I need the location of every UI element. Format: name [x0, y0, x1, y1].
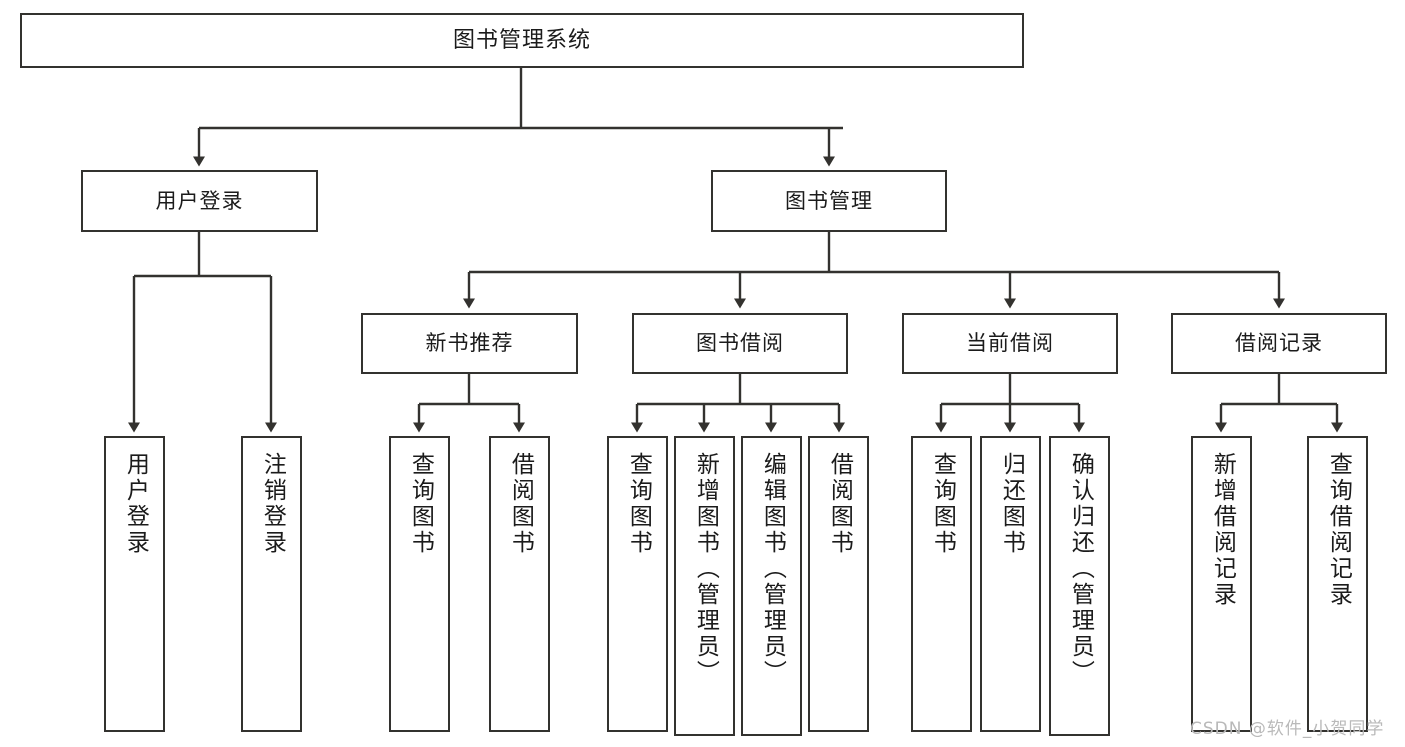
node-label: 新增图书（管理员） [692, 452, 719, 686]
leaf-book-borrow-edit[interactable]: 编辑图书（管理员） [741, 436, 802, 736]
leaf-book-borrow-borrow[interactable]: 借阅图书 [808, 436, 869, 732]
leaf-current-borrow-confirm[interactable]: 确认归还（管理员） [1049, 436, 1110, 736]
csdn-watermark: CSDN @软件_小贺同学 [1190, 719, 1385, 739]
node-label: 图书管理系统 [452, 27, 591, 53]
node-label: 图书管理 [785, 188, 873, 213]
leaf-book-borrow-add[interactable]: 新增图书（管理员） [674, 436, 735, 736]
node-label: 新书推荐 [425, 331, 514, 356]
node-book-management[interactable]: 图书管理 [711, 170, 947, 232]
leaf-new-book-borrow[interactable]: 借阅图书 [489, 436, 550, 732]
node-label: 借阅图书 [507, 452, 534, 556]
node-label: 图书借阅 [696, 331, 784, 356]
leaf-user-login-logout[interactable]: 注销登录 [241, 436, 302, 732]
leaf-borrow-record-query[interactable]: 查询借阅记录 [1307, 436, 1368, 732]
node-new-book-recommend[interactable]: 新书推荐 [361, 313, 578, 374]
leaf-current-borrow-return[interactable]: 归还图书 [980, 436, 1041, 732]
leaf-borrow-record-add[interactable]: 新增借阅记录 [1191, 436, 1252, 732]
node-label: 确认归还（管理员） [1067, 452, 1094, 686]
node-label: 用户登录 [122, 452, 149, 556]
leaf-new-book-query[interactable]: 查询图书 [389, 436, 450, 732]
node-label: 编辑图书（管理员） [759, 452, 786, 686]
node-current-borrow[interactable]: 当前借阅 [902, 313, 1118, 374]
node-root-system[interactable]: 图书管理系统 [20, 13, 1024, 68]
leaf-user-login-login[interactable]: 用户登录 [104, 436, 165, 732]
node-label: 借阅记录 [1235, 331, 1323, 356]
leaf-current-borrow-query[interactable]: 查询图书 [911, 436, 972, 732]
node-label: 借阅图书 [826, 452, 853, 556]
node-label: 查询图书 [407, 452, 434, 556]
node-label: 当前借阅 [966, 331, 1054, 356]
node-label: 用户登录 [155, 188, 244, 213]
node-label: 注销登录 [259, 452, 286, 556]
node-label: 归还图书 [998, 452, 1025, 556]
node-label: 查询借阅记录 [1325, 452, 1352, 608]
node-user-login[interactable]: 用户登录 [81, 170, 318, 232]
node-book-borrow[interactable]: 图书借阅 [632, 313, 848, 374]
leaf-book-borrow-query[interactable]: 查询图书 [607, 436, 668, 732]
node-borrow-record[interactable]: 借阅记录 [1171, 313, 1387, 374]
node-label: 查询图书 [625, 452, 652, 556]
node-label: 查询图书 [929, 452, 956, 556]
node-label: 新增借阅记录 [1209, 452, 1236, 608]
